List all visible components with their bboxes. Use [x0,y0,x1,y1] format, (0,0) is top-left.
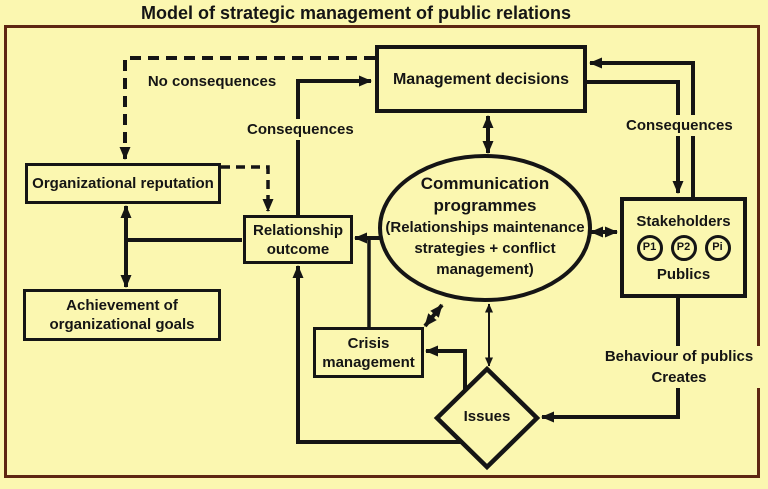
node-stakeholders: Stakeholders P1 P2 Pi Publics [620,197,747,298]
relationship-outcome-label: Relationship outcome [252,221,343,258]
management-decisions-label: Management decisions [392,70,570,88]
label-creates: Creates [651,369,707,386]
stakeholders-label: Stakeholders [636,212,731,230]
communication-programmes-heading: Communication programmes [420,174,550,215]
achievement-goals-label: Achievement of organizational goals [49,297,195,333]
public-circle-pi: Pi [704,234,731,261]
node-communication-programmes: Communication programmes (Relationships … [378,173,592,280]
edge-stakeholders-to-issues [541,298,680,423]
publics-label: Publics [656,265,711,283]
edge-stakeholders-to-decisions [589,57,695,198]
diagram-frame [4,25,760,478]
edge-reputation-to-outcome [221,165,274,212]
label-behaviour-creates: Behaviour of publics Creates [598,346,760,388]
label-consequences-left: Consequences [247,119,354,140]
edge-crisis-programmes [423,303,444,328]
edge-issues-to-outcome [292,265,461,444]
edge-consequences-left [296,75,372,216]
label-behaviour-of-publics: Behaviour of publics [604,348,754,365]
label-consequences-right: Consequences [626,115,733,136]
edge-issues-to-crisis [425,345,467,391]
node-crisis-management: Crisis management [313,327,424,378]
communication-programmes-subtext: (Relationships maintenance strategies + … [385,219,585,278]
node-issues-label: Issues [463,408,511,425]
label-no-consequences: No consequences [142,71,282,92]
publics-circles: P1 P2 Pi [636,234,731,261]
node-achievement-goals: Achievement of organizational goals [23,289,221,341]
diagram-title: Model of strategic management of public … [140,3,572,23]
crisis-management-label: Crisis management [322,334,415,371]
edge-decisions-to-stakeholders [586,80,684,194]
public-circle-p1: P1 [636,234,663,261]
issues-diamond [433,365,541,471]
node-organizational-reputation: Organizational reputation [25,163,221,204]
node-relationship-outcome: Relationship outcome [243,215,353,264]
organizational-reputation-label: Organizational reputation [32,175,214,192]
public-circle-p2: P2 [670,234,697,261]
node-management-decisions: Management decisions [375,45,587,113]
